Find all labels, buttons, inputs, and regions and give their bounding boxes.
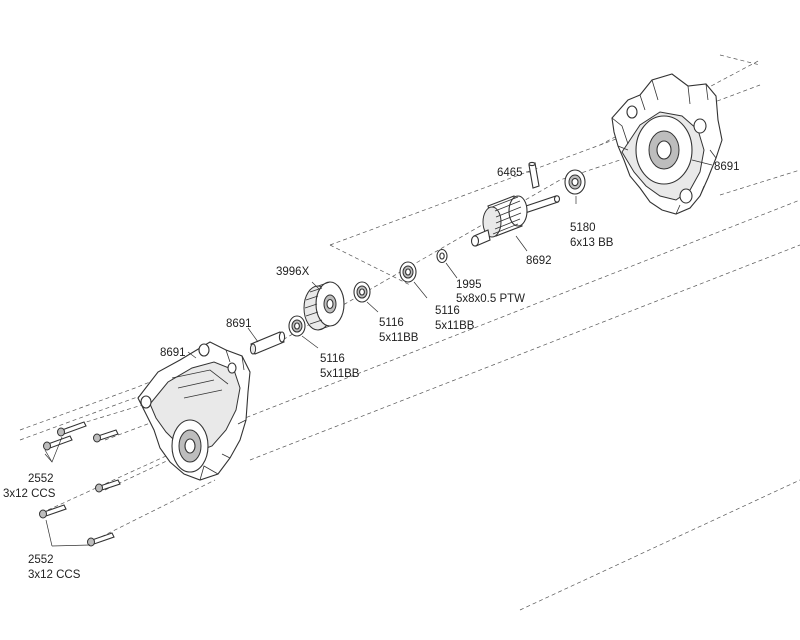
gearbox-case-left bbox=[137, 341, 251, 481]
idler-shaft bbox=[249, 331, 286, 355]
label-pin-part: 6465 bbox=[497, 167, 523, 179]
label-bearing-b-part: 5116 bbox=[379, 317, 404, 329]
label-washer-part: 1995 bbox=[456, 279, 482, 291]
label-bearing-a-part: 5116 bbox=[320, 353, 345, 365]
washer bbox=[436, 248, 448, 264]
screw bbox=[39, 504, 67, 519]
screw bbox=[87, 532, 115, 547]
label-bearing-6x13-part: 5180 bbox=[570, 222, 596, 234]
screw bbox=[95, 479, 121, 493]
bearing-5x11-a bbox=[288, 315, 306, 337]
screw bbox=[57, 421, 87, 437]
label-screws-lower-desc: 3x12 CCS bbox=[28, 569, 81, 581]
screw bbox=[93, 429, 119, 443]
label-screws-lower-part: 2552 bbox=[28, 554, 54, 566]
label-idler-gear-part: 3996X bbox=[276, 266, 310, 278]
label-screws-upper-part: 2552 bbox=[28, 473, 54, 485]
label-case-left-part: 8691 bbox=[160, 347, 186, 359]
bearing-5x11-c bbox=[399, 261, 417, 283]
leader-lines bbox=[44, 159, 713, 547]
callout-labels: 8691 6465 5180 6x13 BB 8692 1995 5x8x0.5… bbox=[3, 161, 740, 581]
label-bearing-b-desc: 5x11BB bbox=[379, 332, 419, 344]
pinion-gear-shaft bbox=[470, 195, 561, 247]
label-pinion-part: 8692 bbox=[526, 255, 552, 267]
label-shaft-part: 8691 bbox=[226, 318, 252, 330]
bearing-6x13 bbox=[564, 169, 586, 195]
label-bearing-c-desc: 5x11BB bbox=[435, 320, 475, 332]
label-bearing-c-part: 5116 bbox=[435, 305, 460, 317]
label-washer-desc: 5x8x0.5 PTW bbox=[456, 293, 525, 305]
label-bearing-a-desc: 5x11BB bbox=[320, 368, 360, 380]
screws-upper-group bbox=[43, 421, 119, 451]
pin bbox=[528, 161, 540, 189]
idler-gear bbox=[303, 281, 345, 331]
label-case-right-part: 8691 bbox=[714, 161, 740, 173]
label-bearing-6x13-desc: 6x13 BB bbox=[570, 237, 614, 249]
gearbox-case-right bbox=[611, 73, 723, 215]
label-screws-upper-desc: 3x12 CCS bbox=[3, 488, 56, 500]
screws-lower-group bbox=[39, 479, 121, 547]
bearing-5x11-b bbox=[353, 281, 371, 303]
